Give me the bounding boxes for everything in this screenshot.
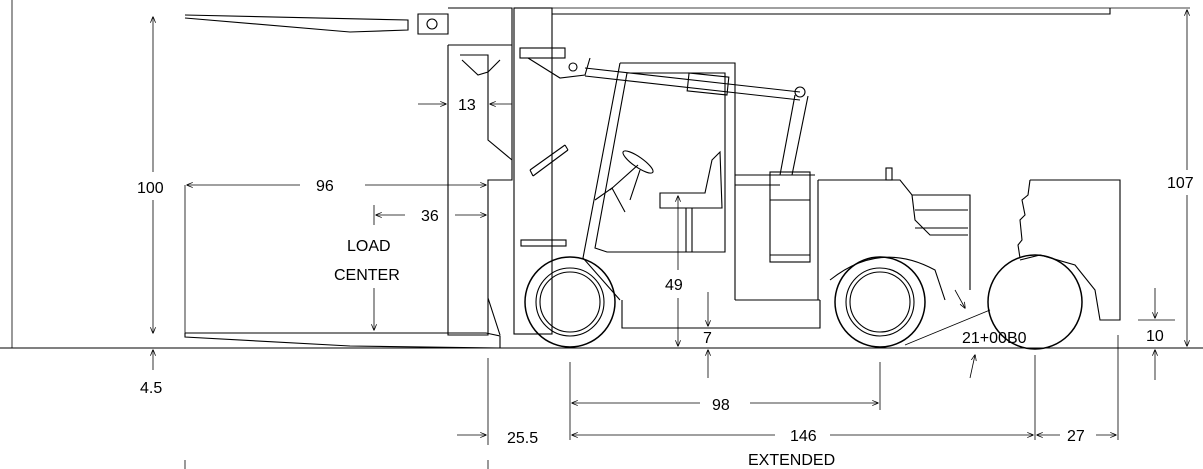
front-wheel: [524, 256, 616, 348]
label-front-overhang: 25.5: [507, 430, 538, 447]
label-mast-width: 13: [458, 97, 476, 114]
label-load-center-line2: CENTER: [334, 267, 400, 284]
dim-rear-overhang: [1037, 335, 1119, 440]
label-fork-height: 100: [137, 180, 164, 197]
dim-length-extended: [572, 355, 1036, 440]
carriage: [417, 7, 513, 336]
mast: [513, 7, 1111, 335]
steering-wheel: [594, 150, 654, 213]
lower-fork: [184, 332, 501, 349]
middle-wheel: [829, 256, 946, 348]
operator-cab: [582, 62, 820, 301]
label-fork-thickness: 4.5: [140, 380, 162, 397]
label-overall-height: 107: [1167, 175, 1194, 192]
dim-load-length: [184, 185, 486, 333]
dim-rear-clearance: [1138, 288, 1175, 380]
tilt-cylinder: [584, 67, 809, 176]
label-seat-height: 49: [665, 277, 683, 294]
label-departure-angle: 21+00B0: [962, 330, 1027, 347]
dim-wheelbase: [569, 362, 881, 440]
label-wheelbase: 98: [712, 397, 730, 414]
departure-angle-lines: [904, 289, 991, 379]
label-rear-overhang: 27: [1067, 428, 1085, 445]
rear-wheel: [987, 254, 1083, 350]
label-rear-clearance: 10: [1146, 328, 1164, 345]
label-extended: EXTENDED: [748, 452, 835, 469]
dim-front-overhang: [184, 358, 489, 469]
label-ground-clearance: 7: [703, 330, 712, 347]
counterweight: [1017, 179, 1121, 321]
label-load-center-distance: 36: [421, 208, 439, 225]
label-load-center-line1: LOAD: [347, 238, 391, 255]
upper-fork: [184, 14, 409, 33]
label-length-extended: 146: [790, 428, 817, 445]
label-load-length: 96: [316, 178, 334, 195]
dim-load-center: [374, 205, 486, 330]
operator-seat: [659, 150, 723, 252]
chassis: [621, 167, 971, 329]
dim-seat-height: [670, 196, 690, 349]
